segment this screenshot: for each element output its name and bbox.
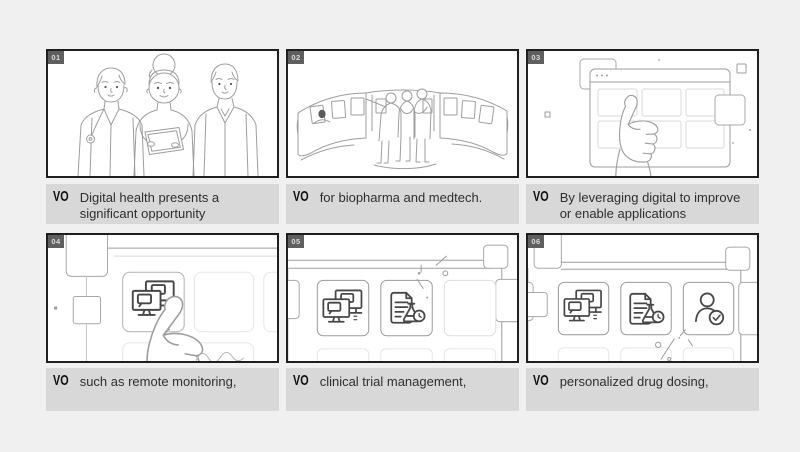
- voiceover-label: VO: [293, 372, 309, 389]
- storyboard-frame-4: 04: [46, 233, 279, 363]
- voiceover-label: VO: [533, 188, 549, 205]
- clinical-trial-icon: [629, 292, 665, 325]
- personalized-dosing-cards-illustration: [528, 235, 757, 361]
- caption-bar-5: VO clinical trial management,: [286, 368, 519, 411]
- remote-monitoring-icon: [322, 289, 363, 323]
- caption-text: personalized drug dosing,: [559, 374, 709, 389]
- remote-monitoring-selection-illustration: [54, 235, 277, 361]
- storyboard-frame-5: 05: [286, 233, 519, 363]
- person-check-icon: [695, 292, 725, 326]
- caption-bar-1: VO Digital health presents a significant…: [46, 184, 279, 224]
- frame-number-badge: 06: [528, 235, 544, 248]
- storyboard-frame-2: 02: [286, 49, 519, 178]
- storyboard-frame-6: 06: [526, 233, 759, 363]
- frame-number-badge: 02: [288, 51, 304, 64]
- curved-display-wall-illustration: [296, 88, 509, 170]
- frame-number-badge: 05: [288, 235, 304, 248]
- voiceover-label: VO: [533, 372, 549, 389]
- frame-number-badge: 04: [48, 235, 64, 248]
- pointing-hand: [615, 94, 659, 176]
- frame-number-badge: 01: [48, 51, 64, 64]
- top-right-tab: [483, 244, 509, 269]
- touchscreen-app-grid-illustration: [544, 58, 751, 176]
- sparkle-lines: [416, 255, 449, 299]
- caption-text: for biopharma and medtech.: [319, 190, 483, 205]
- top-right-tab: [725, 246, 751, 271]
- caption-text: such as remote monitoring,: [79, 374, 237, 389]
- caption-text: Digital health presents a significant op…: [79, 190, 220, 221]
- three-people-illustration: [77, 53, 259, 176]
- storyboard-frame-3: 03: [526, 49, 759, 178]
- clinical-trial-icon: [390, 291, 426, 324]
- voiceover-label: VO: [53, 372, 69, 389]
- caption-bar-4: VO such as remote monitoring,: [46, 368, 279, 411]
- sparkle-lines: [654, 329, 693, 361]
- remote-monitoring-icon: [131, 280, 175, 316]
- side-square: [714, 94, 746, 126]
- browser-window: [589, 68, 731, 168]
- voiceover-label: VO: [293, 188, 309, 205]
- caption-bar-6: VO personalized drug dosing,: [526, 368, 759, 411]
- empty-card: [443, 279, 497, 337]
- voiceover-label: VO: [53, 188, 69, 205]
- remote-monitoring-icon: [563, 289, 602, 322]
- caption-bar-3: VO By leveraging digital to improve or e…: [526, 184, 759, 224]
- clinical-trial-cards-illustration: [288, 244, 517, 361]
- pointing-hand: [146, 295, 204, 361]
- dark-figure-head: [318, 109, 326, 119]
- frame-number-badge: 03: [528, 51, 544, 64]
- caption-bar-2: VO for biopharma and medtech.: [286, 184, 519, 224]
- caption-text: By leveraging digital to improve or enab…: [559, 190, 741, 221]
- storyboard-frame-1: 01: [46, 49, 279, 178]
- caption-text: clinical trial management,: [319, 374, 467, 389]
